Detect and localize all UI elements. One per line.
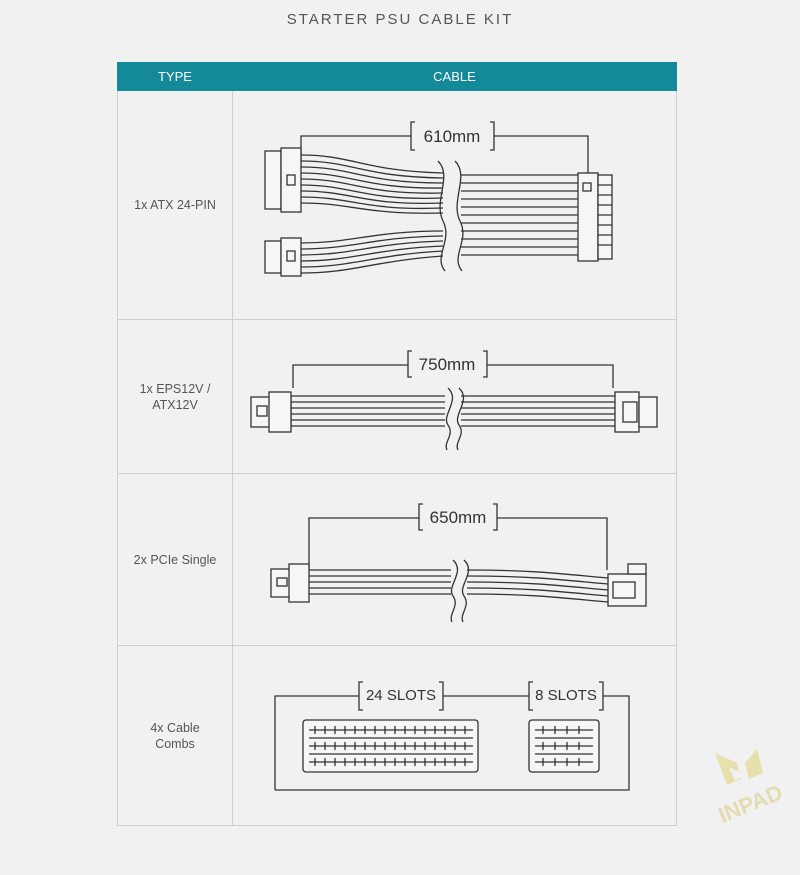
header-type: TYPE (117, 62, 233, 91)
table-row: 1x EPS12V / ATX12V (117, 319, 677, 474)
cable-eps12v: 750mm (232, 319, 677, 474)
cable-combs-diagram: 24 SLOTS 8 SLOTS (274, 681, 630, 791)
comb-24-label: 24 SLOTS (366, 687, 436, 704)
inpad-watermark: INPAD (715, 749, 786, 825)
header-cable: CABLE (232, 62, 677, 91)
cable-pcie: 650mm (232, 473, 677, 646)
watermark-text: INPAD (715, 780, 786, 825)
cable-kit-table: TYPE CABLE 1x ATX 24-PIN (117, 62, 677, 826)
atx-length-label: 610mm (424, 127, 481, 146)
pcie-diagram: 650mm (270, 503, 647, 623)
table-row: 1x ATX 24-PIN (117, 90, 677, 320)
page-title: STARTER PSU CABLE KIT (286, 11, 514, 28)
table-header-row: TYPE CABLE (117, 62, 677, 91)
pcie-length-label: 650mm (430, 508, 487, 527)
cable-combs: 24 SLOTS 8 SLOTS (232, 645, 677, 826)
cable-atx-24pin: 610mm (232, 90, 677, 320)
eps12v-diagram: 750mm (250, 350, 658, 451)
atx-24pin-diagram: 610mm (264, 121, 613, 277)
eps-length-label: 750mm (419, 355, 476, 374)
comb-8-label: 8 SLOTS (535, 687, 597, 704)
owl-logo-icon (715, 749, 763, 785)
table-row: 4x Cable Combs (117, 645, 677, 826)
type-pcie: 2x PCIe Single (117, 473, 233, 646)
type-cable-combs: 4x Cable Combs (117, 645, 233, 826)
table-row: 2x PCIe Single (117, 473, 677, 646)
type-atx-24pin: 1x ATX 24-PIN (117, 90, 233, 320)
type-eps12v: 1x EPS12V / ATX12V (117, 319, 233, 474)
